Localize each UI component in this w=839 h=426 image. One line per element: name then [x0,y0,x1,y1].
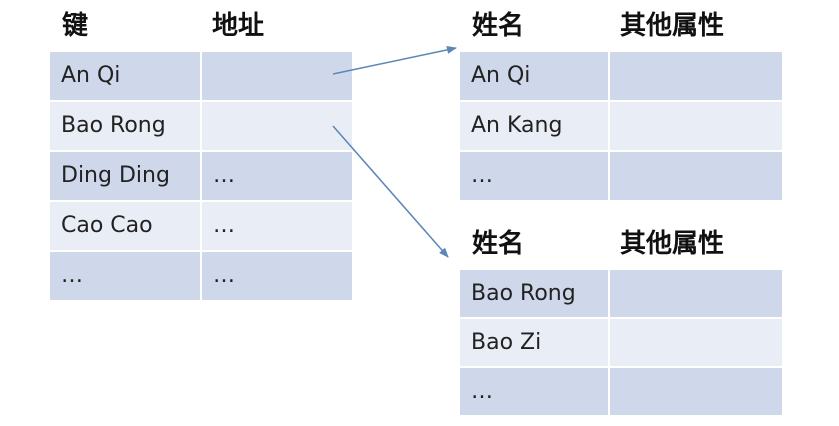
table-row: Ding Ding … [50,152,352,200]
key-cell: Cao Cao [50,202,200,250]
table-row: Bao Zi [460,319,782,366]
bucket1-name-header: 姓名 [472,11,525,41]
attributes-cell [610,319,782,366]
address-cell [202,102,352,150]
key-cell: Bao Rong [50,102,200,150]
attributes-cell [610,102,782,150]
address-cell: … [202,252,352,300]
bucket-table-2: Bao Rong Bao Zi … [458,268,784,417]
table-row: … [460,152,782,200]
table-row: An Qi [460,52,782,100]
name-cell: Bao Rong [460,270,608,317]
key-cell: Ding Ding [50,152,200,200]
left-key-header: 键 [62,11,89,41]
name-cell: … [460,152,608,200]
address-cell: … [202,152,352,200]
attributes-cell [610,270,782,317]
name-cell: Bao Zi [460,319,608,366]
attributes-cell [610,52,782,100]
table-row: … [460,368,782,415]
table-row: An Kang [460,102,782,150]
key-cell: … [50,252,200,300]
bucket2-attributes-header: 其他属性 [620,229,725,259]
bucket-table-1: An Qi An Kang … [458,50,784,202]
bucket1-attributes-header: 其他属性 [620,11,725,41]
key-cell: An Qi [50,52,200,100]
bucket2-name-header: 姓名 [472,229,525,259]
attributes-cell [610,152,782,200]
left-address-header: 地址 [212,11,265,41]
name-cell: An Kang [460,102,608,150]
address-cell: … [202,202,352,250]
table-row: Bao Rong [50,102,352,150]
hash-table: An Qi Bao Rong Ding Ding … Cao Cao … … … [48,50,354,302]
table-row: … … [50,252,352,300]
table-row: An Qi [50,52,352,100]
address-cell [202,52,352,100]
name-cell: An Qi [460,52,608,100]
name-cell: … [460,368,608,415]
attributes-cell [610,368,782,415]
table-row: Cao Cao … [50,202,352,250]
table-row: Bao Rong [460,270,782,317]
